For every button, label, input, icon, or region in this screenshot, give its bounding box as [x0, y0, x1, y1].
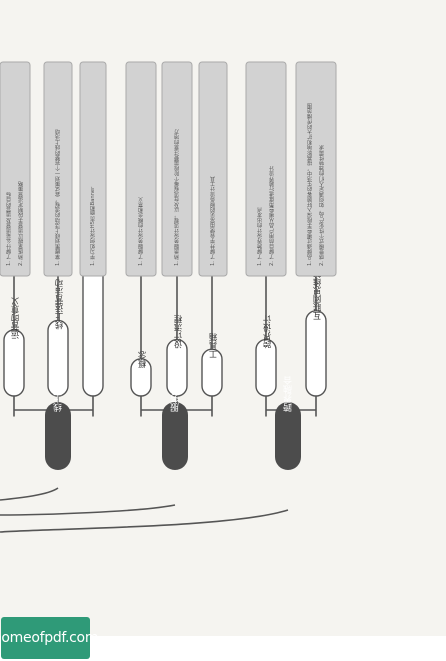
- detail-text: 1. 品牌通过哪些手段深入好顾客的生活中，提高影响和扩大的传播范围: [307, 102, 313, 266]
- group-node-label: 跨界融合: [284, 375, 295, 412]
- detail-box: [79, 61, 107, 277]
- child-node: [305, 310, 327, 397]
- detail-box: [161, 61, 193, 277]
- trunk-line: [0, 504, 176, 516]
- detail-text: 1. 了解跨界设计的出发点: [257, 206, 263, 266]
- detail-text: 2. 熟练掌握以运营手段制定运营策略: [18, 180, 24, 266]
- detail-text: 1. 了解并学会使用常见的服务设计工具: [210, 175, 216, 266]
- child-node-label: 概念: [137, 351, 147, 368]
- child-node-label: 工具箱: [208, 332, 218, 358]
- group-node-label: 线上运营: [54, 375, 65, 413]
- detail-box: [198, 61, 228, 277]
- child-node-label: 跨界设计: [262, 314, 272, 349]
- watermark-logo: homeofpdf.com: [0, 617, 98, 659]
- detail-text: 1. 学习如何设计H5页面和Banner: [90, 186, 96, 266]
- detail-box: [0, 61, 31, 277]
- detail-box: [43, 61, 73, 277]
- group-node-label: 服务设计: [171, 375, 182, 412]
- detail-text: 1. 了解服务设计的概念和意义: [138, 197, 144, 266]
- detail-text: 2. 了解目前用户品从哪些角度进行跨界设计: [269, 164, 275, 266]
- child-node-label: 互联网思维转换: [312, 260, 322, 320]
- mindmap-diagram: 运营的意义 1. 了解什么是运营及运营的目标 2. 熟练掌握以运营手段制定运营策略线…: [0, 61, 337, 533]
- group-node: [45, 402, 71, 470]
- detail-text: 1. 熟悉服务设计流程，以及在流程每个阶段需要注意的地方: [174, 128, 180, 266]
- detail-box: [295, 61, 337, 277]
- detail-text: 1. 了解什么是运营及运营的目标: [6, 190, 12, 266]
- trunk-line: [0, 509, 289, 533]
- child-node-label: 设计流程: [173, 314, 183, 349]
- group-node: [275, 402, 301, 470]
- trunk-line: [0, 487, 59, 501]
- detail-text: 1. 掌握策划线上活动的流程，尝试策划一个完整的线上活动: [55, 128, 61, 266]
- detail-box: [125, 61, 157, 277]
- group-node: [162, 402, 188, 470]
- detail-box: [245, 61, 287, 277]
- child-node-label: 运营的意义: [10, 297, 20, 339]
- detail-text: 2. 感受模式个性化产品，如何满足人们的独特性需求: [319, 145, 325, 266]
- child-node-label: 线上运营活动: [54, 278, 64, 330]
